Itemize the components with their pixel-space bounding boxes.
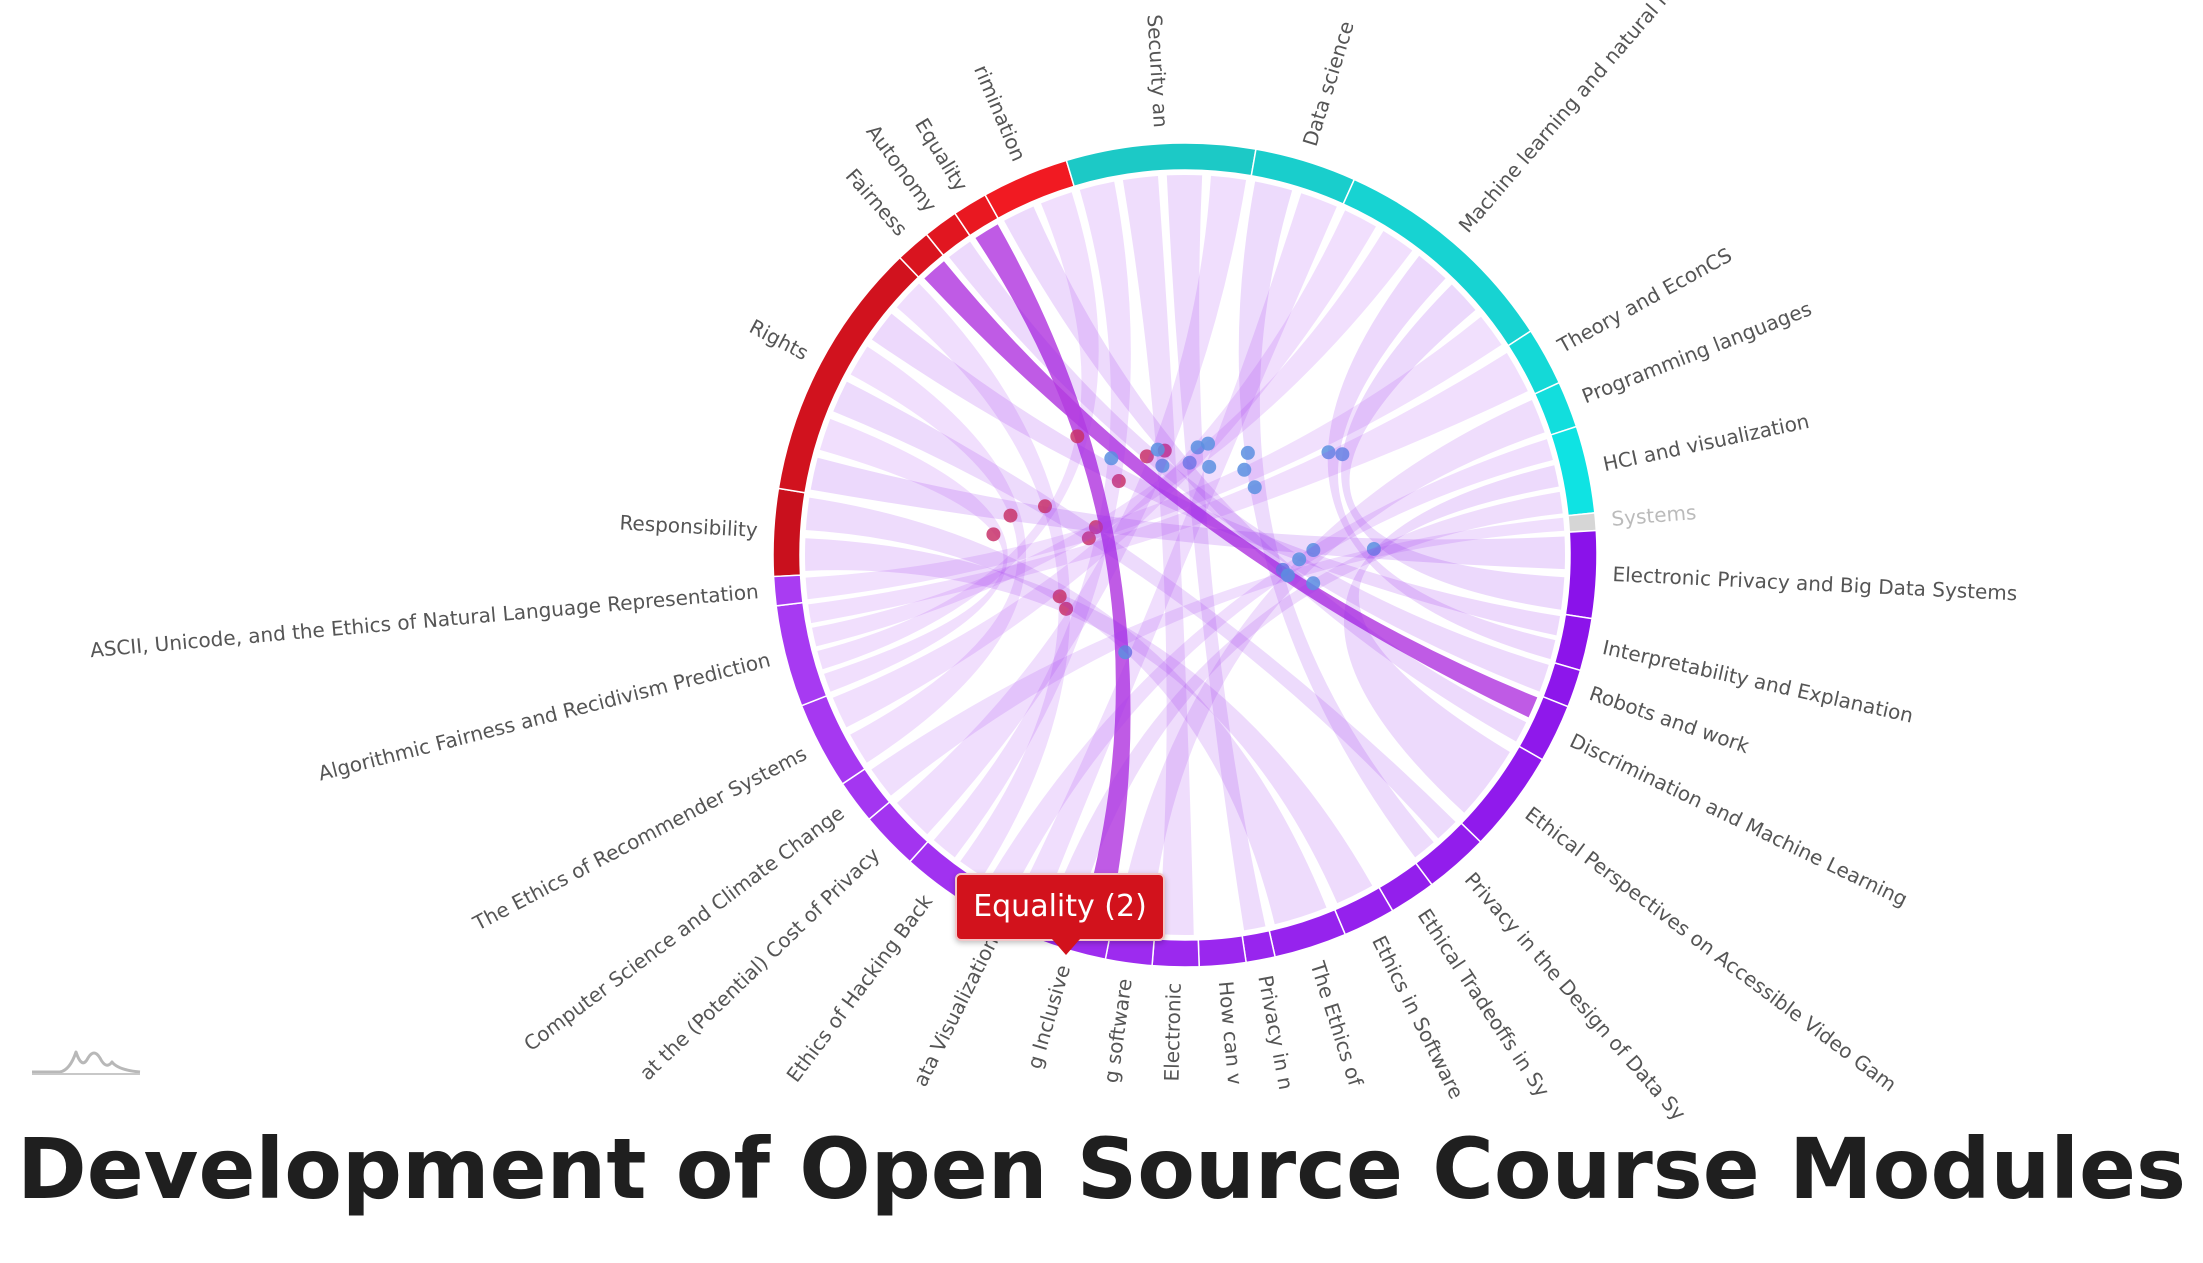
link-marker bbox=[1201, 436, 1216, 451]
node-label[interactable]: g software bbox=[1099, 977, 1137, 1084]
node-arc[interactable] bbox=[1567, 512, 1598, 533]
link-marker bbox=[1088, 520, 1103, 535]
node-arc[interactable] bbox=[772, 574, 804, 607]
link-marker bbox=[1003, 508, 1018, 523]
link-marker bbox=[1139, 449, 1154, 464]
node-label[interactable]: rimination bbox=[969, 61, 1031, 164]
chord-link[interactable] bbox=[949, 241, 1549, 692]
node-label[interactable]: Algorithmic Fairness and Recidivism Pred… bbox=[316, 647, 773, 785]
node-arc[interactable] bbox=[1241, 929, 1277, 964]
node-label[interactable]: The Ethics of bbox=[1305, 958, 1368, 1090]
link-marker bbox=[1202, 459, 1217, 474]
link-marker bbox=[1070, 429, 1085, 444]
chord-link[interactable] bbox=[1018, 193, 1337, 908]
link-marker bbox=[1037, 499, 1052, 514]
chord-link[interactable] bbox=[808, 353, 1528, 624]
link-marker bbox=[1247, 480, 1262, 495]
link-marker bbox=[1052, 589, 1067, 604]
node-label[interactable]: Responsibility bbox=[619, 510, 759, 542]
link-marker bbox=[1182, 455, 1197, 470]
chord-link[interactable] bbox=[896, 283, 1071, 877]
chord-link[interactable] bbox=[833, 381, 1456, 839]
node-label[interactable]: ASCII, Unicode, and the Ethics of Natura… bbox=[89, 579, 760, 662]
link-marker bbox=[1118, 645, 1133, 660]
link-marker bbox=[1280, 568, 1295, 583]
link-marker bbox=[1292, 552, 1307, 567]
link-marker bbox=[1240, 445, 1255, 460]
node-label[interactable]: HCI and visualization bbox=[1601, 409, 1812, 476]
node-label[interactable]: Electronic bbox=[1160, 983, 1186, 1082]
chord-link[interactable] bbox=[1166, 175, 1266, 931]
link-marker bbox=[1335, 447, 1350, 462]
link-marker bbox=[1104, 451, 1119, 466]
link-marker bbox=[1059, 601, 1074, 616]
node-label[interactable]: Ethical Perspectives on Accessible Video… bbox=[1521, 802, 1902, 1097]
chord-link[interactable] bbox=[805, 538, 1373, 904]
node-arc[interactable] bbox=[1564, 529, 1598, 620]
link-marker bbox=[1155, 458, 1170, 473]
link-marker bbox=[1111, 474, 1126, 489]
chord-link[interactable] bbox=[1343, 465, 1559, 813]
chord-links bbox=[805, 175, 1565, 936]
node-label[interactable]: g Inclusive bbox=[1022, 962, 1075, 1071]
node-label[interactable]: Systems bbox=[1611, 500, 1698, 531]
node-label[interactable]: Data science bbox=[1298, 18, 1359, 149]
chord-link[interactable] bbox=[805, 497, 1327, 925]
link-marker bbox=[1150, 442, 1165, 457]
node-label[interactable]: The Ethics of Recommender Systems bbox=[468, 741, 810, 935]
chord-link[interactable] bbox=[1004, 206, 1527, 742]
chord-link[interactable] bbox=[810, 457, 1565, 570]
chord-link[interactable] bbox=[832, 210, 1376, 728]
link-marker bbox=[1306, 543, 1321, 558]
node-arc[interactable] bbox=[1151, 937, 1200, 968]
chord-link[interactable] bbox=[933, 181, 1131, 858]
node-label[interactable]: How can v bbox=[1214, 980, 1247, 1086]
chord-link[interactable] bbox=[1238, 181, 1434, 858]
link-marker bbox=[1321, 445, 1336, 460]
node-arc[interactable] bbox=[772, 487, 806, 578]
node-arc[interactable] bbox=[1197, 934, 1248, 968]
node-label[interactable]: Privacy in n bbox=[1253, 973, 1298, 1091]
chord-link[interactable] bbox=[817, 192, 1099, 670]
chord-link[interactable] bbox=[819, 418, 1008, 692]
node-tooltip: Equality (2) bbox=[955, 873, 1165, 955]
logo-icon bbox=[32, 1050, 141, 1075]
chord-link[interactable] bbox=[1122, 175, 1194, 936]
chord-link-highlighted[interactable] bbox=[975, 224, 1131, 928]
page-title: Development of Open Source Course Module… bbox=[16, 1120, 2187, 1218]
node-label[interactable]: Security an bbox=[1142, 14, 1173, 129]
link-marker bbox=[1081, 531, 1096, 546]
chord-link[interactable] bbox=[897, 175, 1247, 835]
chord-link-highlighted[interactable] bbox=[924, 261, 1538, 718]
chord-link[interactable] bbox=[1341, 284, 1565, 610]
link-marker bbox=[986, 527, 1001, 542]
node-label[interactable]: Electronic Privacy and Big Data Systems bbox=[1612, 562, 2018, 605]
link-marker bbox=[1306, 576, 1321, 591]
node-arc[interactable] bbox=[1553, 613, 1593, 672]
chord-arcs bbox=[772, 142, 1598, 968]
link-marker bbox=[1366, 541, 1381, 556]
chord-link[interactable] bbox=[850, 346, 1027, 763]
link-marker bbox=[1237, 462, 1252, 477]
node-label[interactable]: Rights bbox=[746, 314, 813, 365]
node-label[interactable]: ata Visualization bbox=[908, 932, 1003, 1090]
node-label[interactable]: Machine learning and natural language pr… bbox=[1454, 0, 1761, 237]
